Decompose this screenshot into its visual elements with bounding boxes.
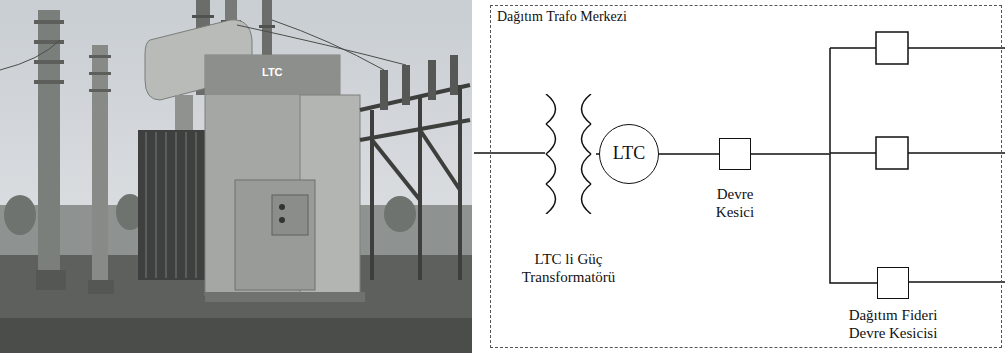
region-title: Dağıtım Trafo Merkezi <box>497 9 627 26</box>
radiator-bank <box>138 130 206 280</box>
outgoing-feeder <box>908 47 1005 49</box>
tap-changer-circle: LTC <box>599 124 659 184</box>
gravel-front <box>0 318 472 353</box>
substation-photo <box>0 0 472 353</box>
outgoing-feeder <box>908 152 1005 154</box>
feeder-branch <box>830 152 876 154</box>
incoming-line <box>474 152 545 154</box>
wire-connector <box>751 154 877 283</box>
feeder-bus <box>829 48 831 153</box>
bus-wires <box>474 32 1005 282</box>
transformer-coils <box>541 94 596 214</box>
overhead-wires <box>0 20 406 70</box>
breaker-label: Devre Kesici <box>704 185 766 221</box>
sky <box>0 0 472 353</box>
circuit-breaker-box: Devre Kesici <box>719 138 751 170</box>
transformer-label: LTC li Güç Transformatörü <box>510 250 628 286</box>
substation-region: Dağıtım Trafo MerkeziLTC li Güç Transfor… <box>490 5 1002 348</box>
winding <box>546 94 591 214</box>
photo-tag-text: LTC <box>262 66 283 79</box>
feeder-breaker-symbol <box>876 137 908 169</box>
lightning-arresters <box>34 10 114 294</box>
tap-changer-text: LTC <box>613 143 645 165</box>
disconnect-switches <box>380 55 458 110</box>
feeder-breaker-symbol <box>876 32 908 64</box>
circuit-breaker-box: Dağıtım Fideri Devre Kesicisi <box>877 267 909 299</box>
feeder-branch <box>830 47 876 49</box>
outgoing-feeder <box>908 281 1005 283</box>
steel-structure <box>360 85 470 280</box>
transformer-tank <box>205 55 365 302</box>
transformer-symbol: LTC li Güç Transformatörü <box>541 94 596 214</box>
wire-connector <box>659 153 719 155</box>
breaker-label: Dağıtım Fideri Devre Kesicisi <box>829 306 957 342</box>
